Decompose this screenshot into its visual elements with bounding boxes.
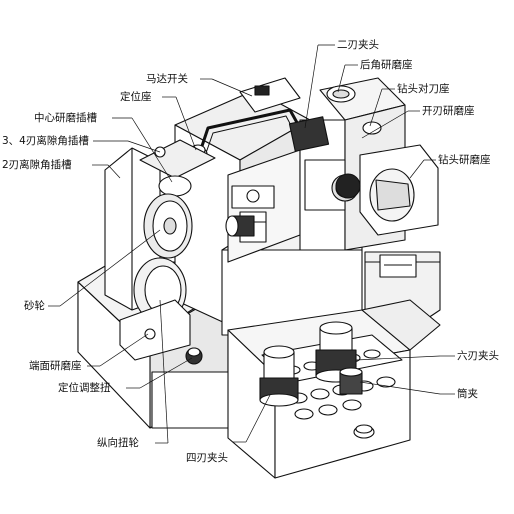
label-four-edge-chuck: 四刃夹头 <box>186 452 228 464</box>
label-slot-3-4-edge: 3、4刃离隙角插槽 <box>2 135 89 147</box>
knurled-knob-center <box>225 215 255 237</box>
label-drill-grinding-seat: 钻头研磨座 <box>438 154 491 166</box>
collet-drawing <box>339 367 363 395</box>
label-feed-wheel: 纵向扭轮 <box>97 437 139 449</box>
label-slot-2-edge: 2刃离隙角插槽 <box>2 159 72 171</box>
label-drill-alignment-seat: 钻头对刀座 <box>397 83 450 95</box>
label-two-edge-chuck: 二刃夹头 <box>337 39 379 51</box>
chuck-four-edge-drawing <box>259 345 299 407</box>
label-grinding-wheel: 砂轮 <box>24 300 45 312</box>
label-collet: 筒夹 <box>457 388 478 400</box>
label-position-knob: 定位调整扭 <box>58 382 111 394</box>
alignment-knob <box>335 173 361 199</box>
label-end-face-seat: 端面研磨座 <box>29 360 82 372</box>
label-six-edge-chuck: 六刃夹头 <box>457 350 499 362</box>
leader-lines <box>48 44 455 444</box>
label-relief-angle-seat: 后角研磨座 <box>360 59 413 71</box>
label-center-grinding-slot: 中心研磨插槽 <box>34 112 97 124</box>
label-edge-grinding-seat: 开刃研磨座 <box>422 105 475 117</box>
motor-switch-box <box>239 77 301 113</box>
label-motor-switch: 马达开关 <box>146 73 188 85</box>
end-face-seat-drawing <box>119 299 191 361</box>
label-positioning-seat: 定位座 <box>120 91 152 103</box>
